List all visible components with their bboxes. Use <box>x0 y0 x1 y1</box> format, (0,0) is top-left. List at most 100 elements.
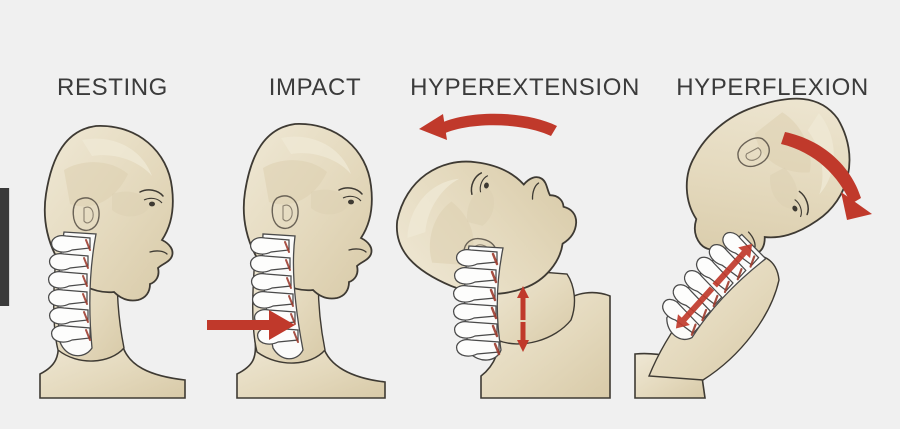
vertebra-c5 <box>47 288 88 307</box>
ear-inner <box>745 147 762 161</box>
ligament-1 <box>284 241 290 253</box>
spine-tension-up-arrow <box>517 286 529 320</box>
ear-inner <box>83 206 94 224</box>
impact-force-arrow-shape <box>207 310 295 340</box>
ear-outline <box>271 195 299 230</box>
vertebra-c6 <box>48 306 89 325</box>
temporal-shading <box>429 201 474 266</box>
vertebra-c2 <box>50 234 91 253</box>
ear-outline <box>72 197 100 232</box>
spine-tension-down-arrow <box>517 322 529 352</box>
panel-resting: RESTING <box>0 0 225 429</box>
spine-tension-down-arrow-shape <box>517 322 529 352</box>
panel-label-hyperflexion: HYPERFLEXION <box>676 74 869 101</box>
eye <box>348 199 354 205</box>
ligament-1 <box>491 252 499 266</box>
cervical-spine-hyperextension <box>452 245 504 361</box>
panel-label-hyperextension: HYPEREXTENSION <box>410 74 640 101</box>
vertebra-c4 <box>47 270 88 289</box>
vertebra-c3 <box>453 266 497 285</box>
ear-inner <box>282 204 293 222</box>
ligament-6 <box>690 323 697 336</box>
eye <box>483 182 489 189</box>
brow-line <box>470 172 483 195</box>
ligament-4 <box>82 293 88 305</box>
ligament-3 <box>286 277 292 289</box>
ligament-2 <box>285 259 291 271</box>
skull-highlight <box>281 136 351 174</box>
skull-highlight <box>82 138 152 176</box>
eyelid-line <box>479 175 489 193</box>
figure-art-hyperflexion <box>634 97 900 399</box>
brow-line <box>798 190 809 216</box>
cheek-shading <box>770 167 798 209</box>
ligament-2 <box>736 268 743 281</box>
mouth-line <box>348 248 367 253</box>
ligament-4 <box>490 306 498 320</box>
spine-compression-up-arrow-shape <box>712 243 753 288</box>
vertebra-c3 <box>249 254 291 273</box>
ligament-3 <box>489 288 497 302</box>
figure-art-resting <box>0 108 225 399</box>
vertebra-c2 <box>455 248 498 267</box>
panel-hyperflexion: HYPERFLEXION <box>634 0 900 429</box>
head-backward-motion-arrow-head <box>419 114 447 140</box>
eye <box>149 201 155 207</box>
eyelid-line <box>794 199 802 218</box>
mouth-line <box>149 250 168 255</box>
spine-tension-up-arrow-shape <box>517 286 529 320</box>
head-group <box>396 160 578 295</box>
ligament-5 <box>290 313 296 325</box>
skull-highlight <box>407 178 460 238</box>
vertebra-c5 <box>452 302 497 321</box>
ligament-5 <box>491 324 499 338</box>
eyelid-line <box>342 195 362 202</box>
vertebra-c7 <box>455 338 500 357</box>
head-forward-motion-arrow <box>781 132 872 220</box>
cervical-spine-resting <box>47 231 97 357</box>
ligament-6 <box>493 342 501 356</box>
spine-compression-down-arrow-shape <box>675 286 715 329</box>
head-forward-motion-arrow-head <box>841 192 872 220</box>
eyelid-line <box>143 197 163 204</box>
figure-art-impact <box>207 108 405 399</box>
vertebra-c6 <box>672 284 712 320</box>
ligament-1 <box>85 239 91 251</box>
vertebra-c4 <box>452 284 496 303</box>
left-edge-marker <box>0 188 10 306</box>
cheek-shading <box>311 189 349 215</box>
ligament-5 <box>83 311 89 323</box>
figure-art-hyperextension <box>396 108 645 399</box>
ligament-3 <box>82 275 88 287</box>
panel-hyperextension: HYPEREXTENSION <box>396 0 645 429</box>
brow-line <box>139 189 164 197</box>
ligament-2 <box>490 270 498 284</box>
ligament-6 <box>85 329 91 341</box>
cheek-shading <box>467 187 495 226</box>
panel-impact: IMPACT <box>207 0 405 429</box>
panel-label-impact: IMPACT <box>268 74 362 101</box>
ligament-4 <box>288 295 294 307</box>
brow-line <box>338 187 363 195</box>
vertebra-c3 <box>48 252 89 271</box>
ligament-6 <box>293 331 299 343</box>
vertebra-c5 <box>683 270 723 306</box>
vertebra-c7 <box>662 298 701 335</box>
vertebra-c7 <box>50 324 91 343</box>
vertebra-c4 <box>250 272 292 291</box>
head-backward-motion-arrow-body <box>439 113 557 136</box>
ligament-1 <box>749 255 756 268</box>
eye <box>792 205 798 212</box>
ligament-2 <box>83 257 89 269</box>
vertebra-c6 <box>453 320 498 339</box>
vertebra-c4 <box>695 256 734 292</box>
vertebra-c2 <box>249 236 290 255</box>
panel-label-resting: RESTING <box>57 74 168 101</box>
vertebra-c5 <box>251 290 294 309</box>
ligament-5 <box>701 308 708 322</box>
ligament-4 <box>712 294 719 308</box>
spine-compression-up-arrow <box>712 243 753 288</box>
impact-force-arrow <box>207 310 295 340</box>
ear-outline <box>737 137 770 168</box>
